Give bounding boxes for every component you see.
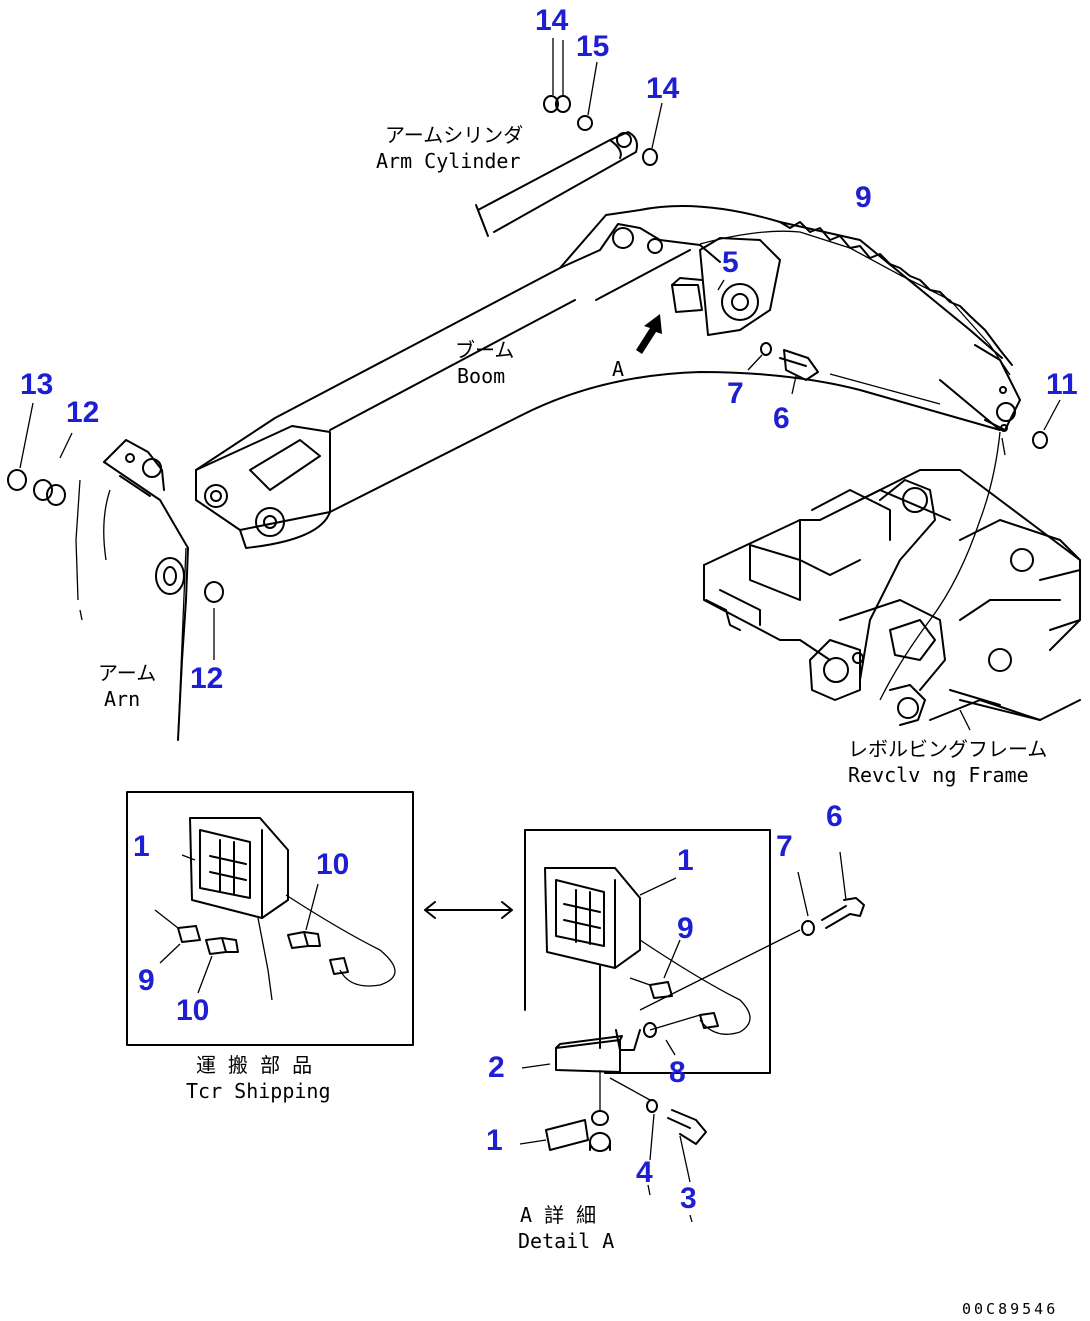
- callout-1-shipping: 1: [133, 830, 150, 863]
- detail-label-en: Detail A: [518, 1229, 614, 1253]
- detail-a-box: [519, 829, 865, 1223]
- callout-1-detail-top: 1: [677, 844, 694, 877]
- callout-14-top: 14: [535, 4, 569, 37]
- frame-label-jp: レボルビングフレーム: [848, 737, 1047, 761]
- callout-14-right: 14: [646, 72, 680, 105]
- callout-4: 4: [636, 1156, 653, 1189]
- callout-6-detail: 6: [826, 800, 843, 833]
- detail-label-jp: A 詳 細: [520, 1203, 596, 1227]
- frame-label-en: Revclv ng Frame: [848, 763, 1029, 787]
- arm-cylinder: [475, 131, 638, 237]
- revolving-frame: [703, 399, 1081, 731]
- text-labels: アームシリンダ Arm Cylinder ブーム Boom A アーム Arn …: [98, 123, 1058, 1318]
- shipping-label-en: Tcr Shipping: [186, 1079, 331, 1103]
- boom-label-jp: ブーム: [455, 338, 514, 362]
- callout-7-detail: 7: [776, 830, 793, 863]
- arm: [7, 402, 224, 741]
- arm-label-en: Arn: [104, 687, 140, 711]
- callout-6-boom: 6: [773, 402, 790, 435]
- callout-2: 2: [488, 1051, 505, 1084]
- boom: [195, 205, 1021, 701]
- callout-10-shipping-right: 10: [316, 848, 349, 881]
- callout-12-bottom: 12: [190, 662, 223, 695]
- callout-12-top: 12: [66, 396, 99, 429]
- callout-8: 8: [669, 1056, 686, 1089]
- shipping-label-jp: 運 搬 部 品: [196, 1053, 312, 1077]
- callout-3: 3: [680, 1182, 697, 1215]
- arm-label-jp: アーム: [98, 661, 156, 685]
- callout-13: 13: [20, 368, 53, 401]
- drawing-code: 00C89546: [962, 1300, 1058, 1318]
- callout-5: 5: [722, 246, 739, 279]
- arm-cylinder-label-jp: アームシリンダ: [385, 123, 523, 147]
- callout-11: 11: [1046, 368, 1078, 401]
- callout-9-boom: 9: [855, 181, 872, 214]
- callout-9-shipping: 9: [138, 964, 155, 997]
- callout-10-shipping-bottom: 10: [176, 994, 209, 1027]
- boom-label-en: Boom: [457, 364, 505, 388]
- callout-1-detail-bottom: 1: [486, 1124, 503, 1157]
- pin-washers-top: [543, 38, 663, 166]
- callout-numbers: 14 15 14 9 5 7 6 11 13 12 12 1 10 9 10 1…: [20, 4, 1078, 1215]
- arm-cylinder-label-en: Arm Cylinder: [376, 149, 521, 173]
- callout-7-boom: 7: [727, 377, 744, 410]
- view-a-label: A: [612, 357, 624, 381]
- callout-9-detail: 9: [677, 912, 694, 945]
- for-shipping-box: [126, 791, 513, 1046]
- callout-15: 15: [576, 30, 609, 63]
